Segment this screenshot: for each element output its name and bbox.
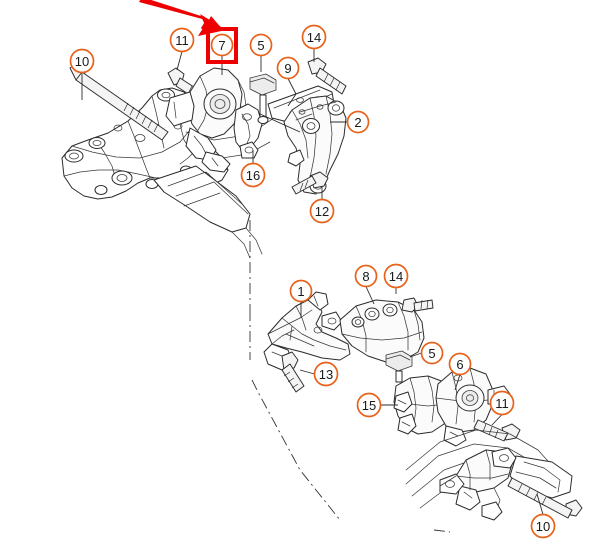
rear-mount-bracket: [439, 447, 517, 521]
callout-label-14: 14: [307, 30, 321, 45]
callout-label-1: 1: [297, 284, 304, 299]
leader-line-11: [176, 51, 183, 71]
lower-assembly: [263, 291, 583, 521]
callout-label-11: 11: [495, 396, 509, 411]
buffer-part-5-lower: [385, 350, 413, 383]
callout-label-10: 10: [536, 519, 550, 534]
leader-line-13: [299, 369, 315, 375]
callout-1[interactable]: 1: [289, 279, 313, 303]
bracket-part-16: [233, 103, 263, 159]
callout-ring-11: [489, 390, 515, 416]
leader-9: [287, 93, 297, 107]
callout-10-lower[interactable]: 10: [530, 513, 556, 539]
callout-label-2: 2: [354, 115, 361, 130]
buffer-part-5-upper: [249, 73, 277, 124]
callout-label-10: 10: [75, 54, 89, 69]
callout-12[interactable]: 12: [309, 198, 335, 224]
callout-ring-2: [346, 110, 370, 134]
subframe-rail: [153, 165, 263, 259]
callout-2[interactable]: 2: [346, 110, 370, 134]
callout-leader-lines: [81, 48, 544, 515]
engine-mount-part-7: [165, 67, 247, 173]
callout-5-lower[interactable]: 5: [420, 341, 444, 365]
callout-label-7: 7: [218, 38, 225, 53]
callout-5-upper[interactable]: 5: [249, 33, 273, 57]
callout-ring-10: [530, 513, 556, 539]
callout-label-11: 11: [175, 33, 189, 48]
leader-line-10: [536, 493, 544, 515]
callout-ring-1: [289, 279, 313, 303]
callout-group: 10 11 7 5 14 9 2 16 12 1 8 14 13 5 6 15 11 10: [69, 24, 556, 539]
leader-line-11: [491, 414, 503, 426]
red-pointer-arrow: [139, 0, 226, 36]
callout-10-upper[interactable]: 10: [69, 48, 95, 74]
leader-line-6: [454, 374, 461, 391]
leader-16-link: [259, 113, 301, 133]
callout-label-13: 13: [319, 367, 333, 382]
callout-label-6: 6: [456, 357, 463, 372]
mount-part-6: [435, 367, 511, 447]
callout-label-14: 14: [389, 269, 403, 284]
callout-ring-6: [448, 352, 472, 376]
callout-ring-14: [383, 263, 409, 289]
callout-15[interactable]: 15: [356, 392, 382, 418]
callout-label-12: 12: [315, 204, 329, 219]
callout-6[interactable]: 6: [448, 352, 472, 376]
callout-ring-12: [309, 198, 335, 224]
callout-ring-15: [356, 392, 382, 418]
callout-ring-11: [169, 27, 195, 53]
callout-label-5: 5: [428, 346, 435, 361]
callout-16[interactable]: 16: [240, 162, 266, 188]
callout-label-16: 16: [246, 168, 260, 183]
callout-ring-10: [69, 48, 95, 74]
callout-8[interactable]: 8: [354, 264, 378, 288]
callout-label-9: 9: [284, 61, 291, 76]
callout-ring-5: [249, 33, 273, 57]
callout-9[interactable]: 9: [276, 56, 300, 80]
callout-14-lower[interactable]: 14: [383, 263, 409, 289]
upper-assembly: [61, 57, 347, 259]
leader-line-9: [287, 78, 297, 95]
callout-ring-8: [354, 264, 378, 288]
callout-label-5: 5: [257, 38, 264, 53]
callout-ring-9: [276, 56, 300, 80]
callout-ring-5: [420, 341, 444, 365]
bolt-13: [281, 351, 305, 393]
callout-ring-14: [301, 24, 327, 50]
bolt-14-lower: [401, 297, 434, 313]
callout-label-8: 8: [362, 269, 369, 284]
leader-line-8: [365, 286, 375, 305]
transmission-mount-part-8: [339, 299, 425, 363]
bolt-11-lower: [473, 419, 521, 442]
callout-label-15: 15: [362, 398, 376, 413]
leader-line-5: [409, 352, 422, 358]
bolt-12: [291, 171, 329, 195]
callout-ring-16: [240, 162, 266, 188]
bolt-14-upper: [307, 57, 347, 95]
callout-7-highlighted[interactable]: 7: [210, 33, 234, 57]
centerlines: [249, 220, 451, 533]
bolt-10-lower: [507, 477, 583, 519]
callout-14-upper[interactable]: 14: [301, 24, 327, 50]
transmission-bracket-part-1: [263, 291, 351, 371]
callout-ring-7: [210, 33, 234, 57]
callout-11-lower[interactable]: 11: [489, 390, 515, 416]
callout-11-upper[interactable]: 11: [169, 27, 195, 53]
callout-13[interactable]: 13: [313, 361, 339, 387]
callout-ring-13: [313, 361, 339, 387]
